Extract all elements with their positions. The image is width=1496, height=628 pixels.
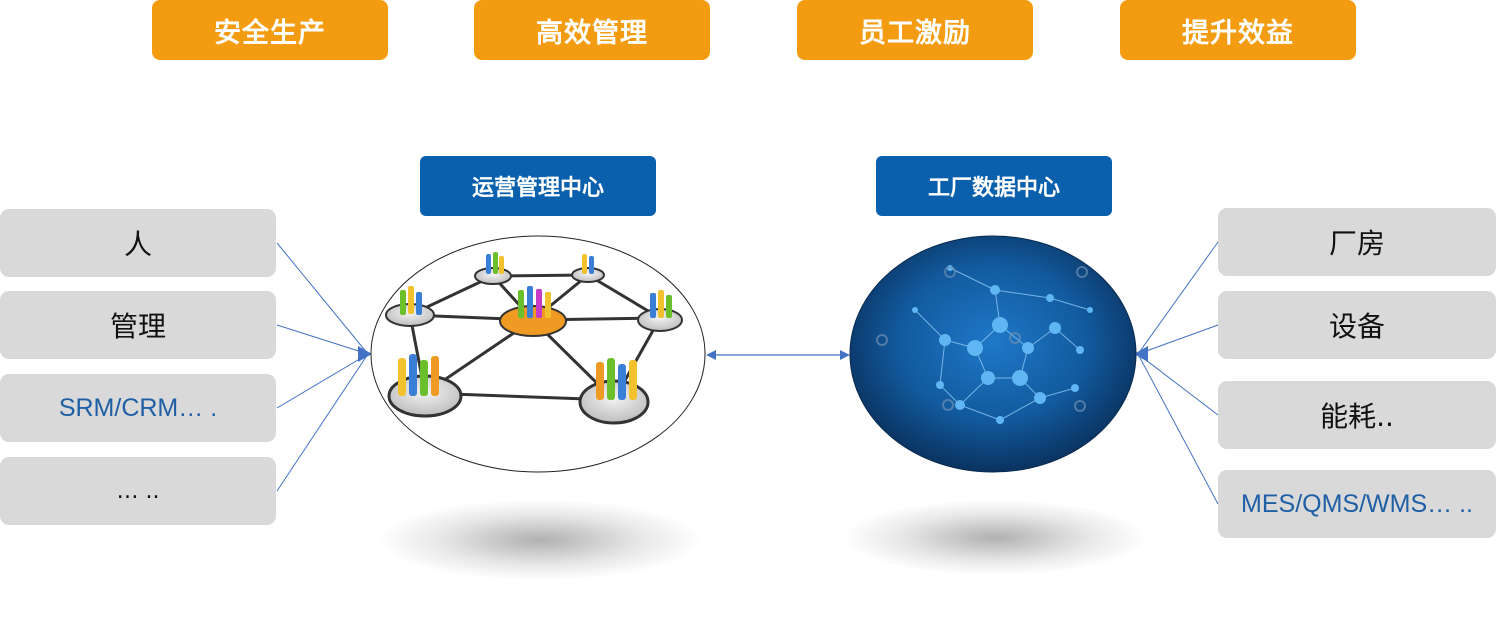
people-figures bbox=[398, 252, 672, 400]
factory-circle-shadow bbox=[845, 500, 1145, 575]
center-link-arrow bbox=[706, 350, 850, 360]
right-connector-lines bbox=[1137, 241, 1219, 505]
left-item-more: … .. bbox=[0, 457, 276, 525]
left-item-people: 人 bbox=[0, 209, 276, 277]
spiral-watermarks bbox=[876, 266, 1088, 412]
operations-circle-shadow bbox=[380, 500, 700, 580]
left-connector-lines bbox=[276, 242, 369, 492]
operations-network-image bbox=[370, 235, 706, 473]
operations-center-title: 运营管理中心 bbox=[420, 156, 656, 216]
right-arrowhead bbox=[1134, 346, 1148, 362]
goal-improve-benefit: 提升效益 bbox=[1120, 0, 1356, 60]
right-item-equipment: 设备 bbox=[1218, 291, 1496, 359]
right-item-mes-qms-wms: MES/QMS/WMS… .. bbox=[1218, 470, 1496, 538]
network-nodes bbox=[912, 265, 1093, 424]
goal-safe-production: 安全生产 bbox=[152, 0, 388, 60]
right-item-energy: 能耗.. bbox=[1218, 381, 1496, 449]
right-item-plant: 厂房 bbox=[1218, 208, 1496, 276]
left-item-srm-crm: SRM/CRM… . bbox=[0, 374, 276, 442]
factory-data-network-image bbox=[849, 235, 1137, 473]
goal-employee-incentive: 员工激励 bbox=[797, 0, 1033, 60]
left-arrowhead bbox=[358, 346, 372, 362]
left-item-management: 管理 bbox=[0, 291, 276, 359]
goal-efficient-management: 高效管理 bbox=[474, 0, 710, 60]
factory-data-center-title: 工厂数据中心 bbox=[876, 156, 1112, 216]
